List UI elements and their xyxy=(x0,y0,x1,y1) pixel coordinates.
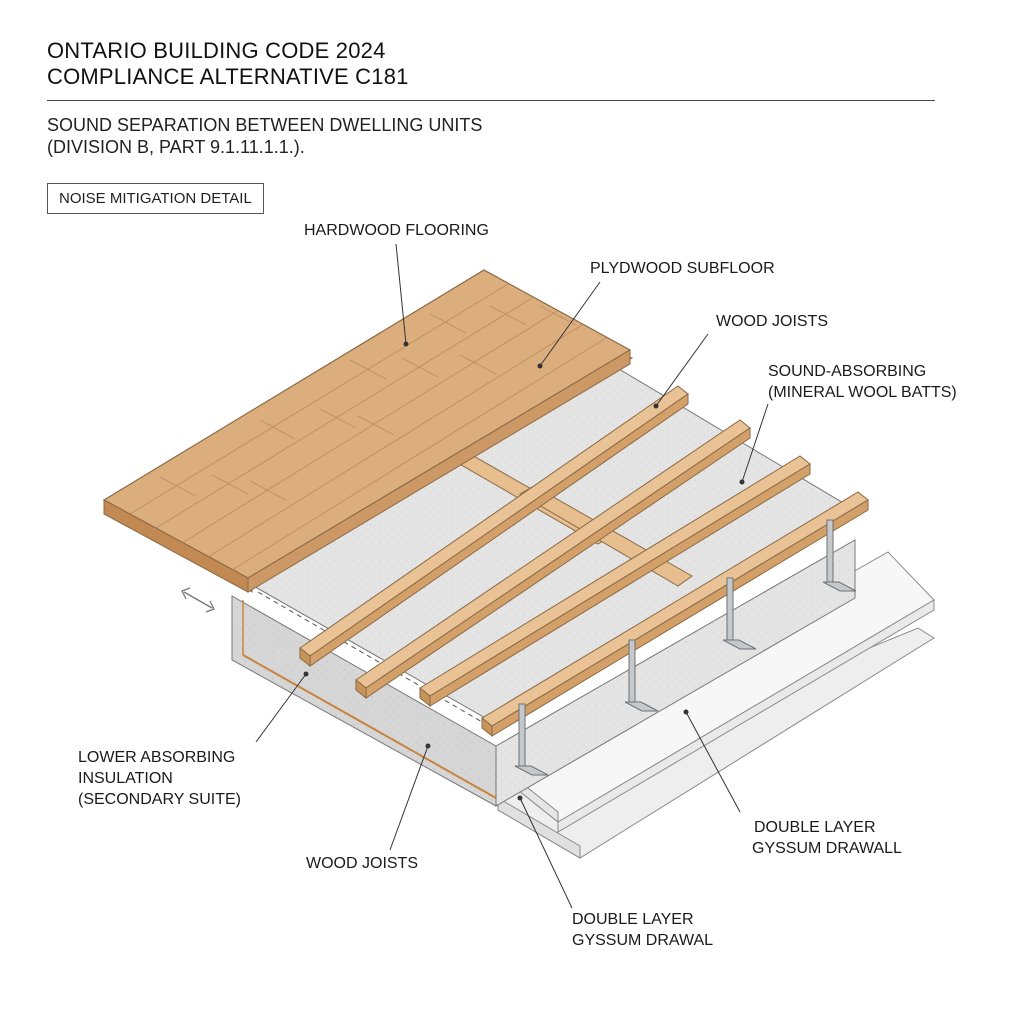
label-drywall-bottom-line-1: DOUBLE LAYER xyxy=(572,911,694,928)
label-wood-joists-upper: WOOD JOISTS xyxy=(716,313,828,330)
gypsum-drywall-upper-layer xyxy=(497,551,935,833)
leader-joists-upper xyxy=(655,333,709,407)
joist-3 xyxy=(419,455,811,708)
hardwood-flooring xyxy=(102,269,632,593)
label-drywall-right-line-2: GYSSUM DRAWALL xyxy=(752,840,902,857)
label-drywall-bottom: DOUBLE LAYER GYSSUM DRAWAL xyxy=(572,909,713,951)
page-subtitle: SOUND SEPARATION BETWEEN DWELLING UNITS … xyxy=(47,114,482,158)
subtitle-line-2: (DIVISION B, PART 9.1.11.1.1.). xyxy=(47,137,305,157)
leader-sound-absorbing xyxy=(741,403,769,483)
label-lower-insulation-line-2: INSULATION xyxy=(78,770,173,787)
label-sound-absorbing: SOUND-ABSORBING (MINERAL WOOL BATTS) xyxy=(768,361,957,403)
label-hardwood-flooring: HARDWOOD FLOORING xyxy=(304,222,489,239)
leader-hardwood xyxy=(395,243,407,345)
hanger xyxy=(822,519,857,592)
label-drywall-right: DOUBLE LAYER GYSSUM DRAWALL xyxy=(752,817,902,859)
title-line-1: ONTARIO BUILDING CODE 2024 xyxy=(47,38,386,63)
double-arrow-icon xyxy=(181,587,215,613)
leader-drywall-right xyxy=(685,711,741,813)
hanger xyxy=(722,577,757,650)
label-plywood-subfloor: PLYDWOOD SUBFLOOR xyxy=(590,260,775,277)
joist-2 xyxy=(355,419,751,700)
label-drywall-bottom-line-2: GYSSUM DRAWAL xyxy=(572,932,714,949)
leader-lines xyxy=(255,243,769,909)
hanger xyxy=(624,639,659,712)
page-title: ONTARIO BUILDING CODE 2024 COMPLIANCE AL… xyxy=(47,38,409,90)
leader-joists-lower xyxy=(389,745,429,851)
metal-hangers xyxy=(514,519,857,776)
label-lower-insulation: LOWER ABSORBING INSULATION (SECONDARY SU… xyxy=(78,747,241,810)
detail-tag: NOISE MITIGATION DETAIL xyxy=(47,183,264,214)
leader-lower-insulation xyxy=(255,673,307,743)
label-sound-absorbing-line-1: SOUND-ABSORBING xyxy=(768,363,927,380)
leader-drywall-bottom xyxy=(519,797,573,909)
title-line-2: COMPLIANCE ALTERNATIVE C181 xyxy=(47,64,409,89)
wood-joists xyxy=(299,385,869,738)
title-divider xyxy=(47,100,935,101)
label-lower-insulation-line-3: (SECONDARY SUITE) xyxy=(78,791,241,808)
joist-1 xyxy=(299,385,689,668)
label-drywall-right-line-1: DOUBLE LAYER xyxy=(754,819,876,836)
subtitle-line-1: SOUND SEPARATION BETWEEN DWELLING UNITS xyxy=(47,115,483,135)
label-wood-joists-lower: WOOD JOISTS xyxy=(306,855,418,872)
leader-dots xyxy=(303,341,745,801)
label-sound-absorbing-line-2: (MINERAL WOOL BATTS) xyxy=(768,384,957,401)
leader-subfloor xyxy=(539,281,601,367)
joist-4 xyxy=(481,491,869,738)
label-lower-insulation-line-1: LOWER ABSORBING xyxy=(78,749,236,766)
hanger xyxy=(514,703,549,776)
